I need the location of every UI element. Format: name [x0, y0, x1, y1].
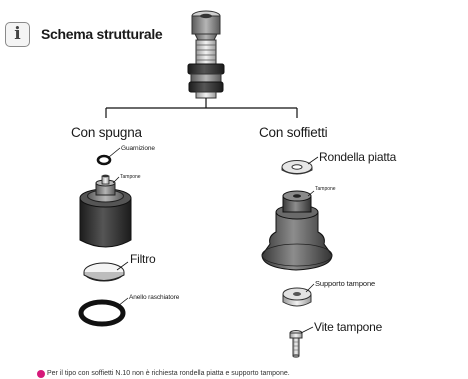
label-tampone-right: Tampone — [315, 186, 336, 192]
tree-connector — [105, 98, 298, 118]
anello-raschiatore-part — [78, 299, 126, 327]
leader-lines — [108, 147, 319, 334]
label-rondella-piatta: Rondella piatta — [319, 150, 397, 164]
label-tampone-left: Tampone — [120, 174, 141, 180]
tampone-sponge-part — [79, 174, 132, 248]
label-vite-tampone: Vite tampone — [314, 320, 383, 334]
filtro-part — [83, 262, 125, 282]
vite-tampone-part — [289, 330, 303, 358]
tampone-bellows-part — [261, 190, 333, 271]
label-supporto-tampone: Supporto tampone — [315, 279, 376, 288]
fitting-assembly — [187, 10, 225, 99]
supporto-tampone-part — [282, 287, 312, 307]
note-bullet-icon — [37, 370, 45, 378]
footnote: Per il tipo con soffietti N.10 non è ric… — [47, 370, 290, 377]
info-icon: i — [5, 22, 30, 47]
label-guarnizione: Guarnizione — [121, 145, 155, 152]
branch-title-bellows: Con soffietti — [259, 125, 328, 140]
rondella-piatta-part — [281, 160, 313, 175]
label-filtro: Filtro — [130, 252, 156, 266]
label-anello-raschiatore: Anello raschiatore — [129, 294, 180, 301]
branch-title-sponge: Con spugna — [71, 125, 142, 140]
diagram-title: Schema strutturale — [41, 26, 163, 42]
guarnizione-part — [96, 154, 112, 166]
